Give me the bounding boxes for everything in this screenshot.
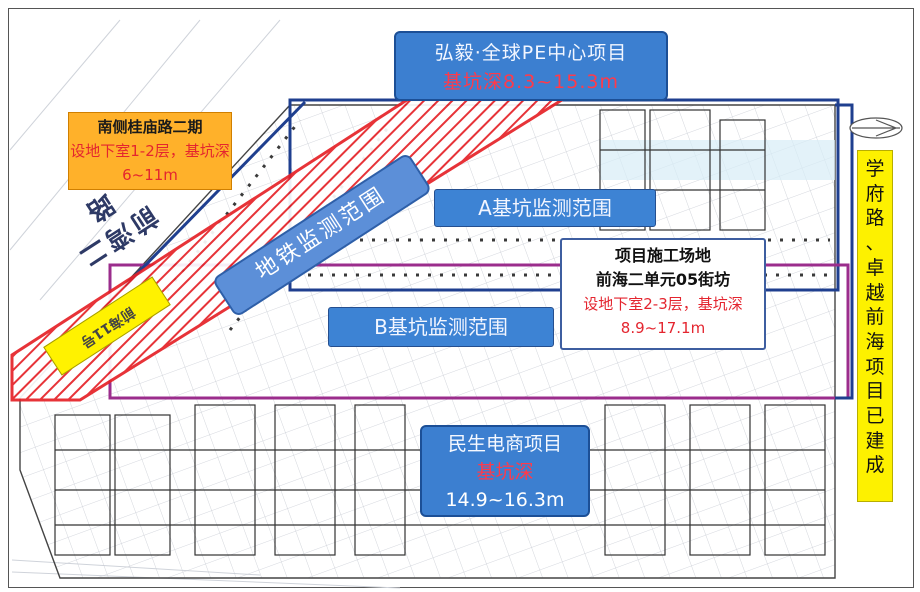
hongyi-depth: 基坑深8.3~15.3m bbox=[443, 71, 619, 93]
xuefu-char: 越 bbox=[865, 281, 885, 304]
xuefu-char: 府 bbox=[865, 182, 885, 205]
xuefu-char: 路 bbox=[865, 207, 885, 230]
page-border bbox=[8, 8, 914, 588]
minsheng-depth: 14.9~16.3m bbox=[445, 489, 565, 511]
xuefu-char: 卓 bbox=[865, 256, 885, 279]
xuefu-char: 、 bbox=[865, 232, 885, 255]
project-site-label: 项目施工场地 前海二单元05街坊 设地下室2-3层，基坑深8.9~17.1m bbox=[560, 238, 766, 350]
nan-title: 南侧桂庙路二期 bbox=[97, 118, 203, 136]
project-site-subtitle: 前海二单元05街坊 bbox=[595, 270, 731, 289]
water-band bbox=[600, 140, 835, 180]
project-site-title: 项目施工场地 bbox=[614, 246, 711, 265]
zone-b-label: B基坑监测范围 bbox=[328, 307, 554, 347]
xuefu-label: 学 府 路 、 卓 越 前 海 项 目 已 建 成 bbox=[857, 150, 893, 502]
xuefu-char: 学 bbox=[865, 158, 885, 180]
xuefu-char: 目 bbox=[865, 380, 885, 403]
hongyi-title: 弘毅·全球PE中心项目 bbox=[434, 42, 628, 64]
minsheng-depth-label: 基坑深 bbox=[476, 461, 534, 483]
right-boundary bbox=[835, 103, 854, 400]
nan-desc: 设地下室1-2层，基坑深6~11m bbox=[70, 142, 230, 184]
xuefu-char: 项 bbox=[865, 355, 885, 378]
north-arrow-icon bbox=[849, 117, 903, 139]
minsheng-label: 民生电商项目 基坑深 14.9~16.3m bbox=[420, 425, 590, 517]
hongyi-label: 弘毅·全球PE中心项目 基坑深8.3~15.3m bbox=[394, 31, 668, 101]
zone-a-label: A基坑监测范围 bbox=[434, 189, 656, 227]
xuefu-char: 已 bbox=[865, 405, 885, 428]
xuefu-char: 前 bbox=[865, 306, 885, 329]
xuefu-char: 建 bbox=[865, 429, 885, 452]
left-blue-boundary bbox=[123, 100, 307, 288]
nan-guimiao-label: 南侧桂庙路二期 设地下室1-2层，基坑深6~11m bbox=[68, 112, 232, 190]
xuefu-char: 成 bbox=[865, 454, 885, 477]
project-site-desc: 设地下室2-3层，基坑深8.9~17.1m bbox=[583, 295, 743, 337]
xuefu-char: 海 bbox=[865, 330, 885, 353]
minsheng-title: 民生电商项目 bbox=[447, 433, 562, 455]
building-grids bbox=[54, 109, 826, 556]
